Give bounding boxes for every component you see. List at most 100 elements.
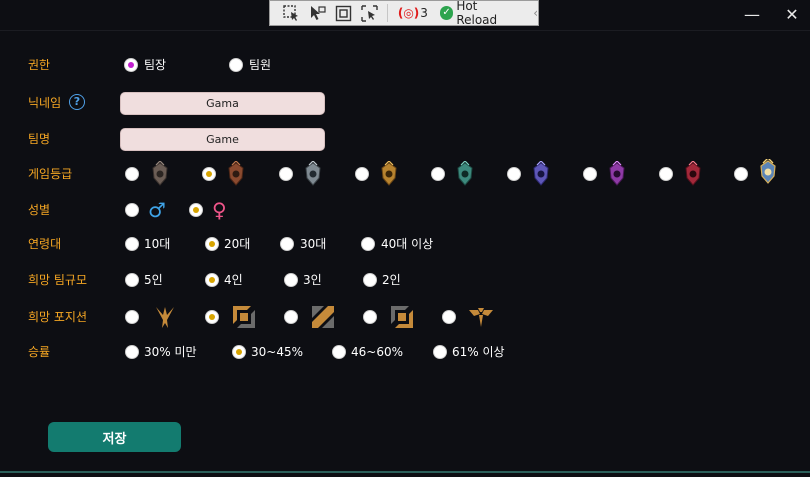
role-option-member: 팀원 — [249, 58, 272, 72]
role-option-leader: 팀장 — [144, 58, 167, 72]
select-element-icon[interactable] — [282, 4, 300, 23]
gender-label: 성별 — [28, 203, 51, 217]
position-row: 희망 포지션 — [0, 304, 810, 330]
position-radio-jungle[interactable] — [125, 310, 139, 324]
position-radio-mid[interactable] — [284, 310, 298, 324]
gender-radio-female[interactable] — [189, 203, 203, 217]
teamname-row: 팀명 — [0, 126, 810, 152]
jungle-position-icon — [156, 307, 174, 328]
iron-emblem-icon — [152, 161, 168, 186]
minimize-button[interactable]: — — [744, 5, 760, 24]
tier-radio-iron[interactable] — [125, 167, 139, 181]
support-position-icon — [469, 308, 493, 327]
toolbar-separator — [386, 4, 388, 22]
age-radio-30s[interactable] — [280, 237, 294, 251]
position-radio-support[interactable] — [442, 310, 456, 324]
age-option-40s-plus: 40대 이상 — [381, 237, 434, 251]
team-size-radio-4[interactable] — [205, 273, 219, 287]
tier-radio-grandmaster[interactable] — [659, 167, 673, 181]
grandmaster-emblem-icon — [685, 161, 701, 186]
display-layout-adorners-icon[interactable] — [334, 4, 352, 23]
winrate-radio-30-45[interactable] — [232, 345, 246, 359]
nickname-row: 닉네임 ? — [0, 90, 810, 116]
teamname-label: 팀명 — [28, 132, 51, 146]
age-row: 연령대 10대 20대 30대 40대 이상 — [0, 231, 810, 257]
winrate-radio-under-30[interactable] — [125, 345, 139, 359]
gender-radio-male[interactable] — [125, 203, 139, 217]
nickname-label: 닉네임 — [28, 96, 62, 110]
team-size-radio-2[interactable] — [363, 273, 377, 287]
team-size-option-3: 3인 — [303, 273, 322, 287]
winrate-option-30-45: 30~45% — [251, 345, 303, 359]
bottom-position-icon — [391, 306, 413, 328]
bronze-emblem-icon — [228, 161, 244, 186]
role-radio-leader[interactable] — [124, 58, 138, 72]
tier-radio-bronze[interactable] — [202, 167, 216, 181]
role-radio-member[interactable] — [229, 58, 243, 72]
tier-radio-challenger[interactable] — [734, 167, 748, 181]
nickname-input[interactable] — [120, 92, 325, 115]
challenger-emblem-icon — [760, 159, 776, 184]
tier-radio-platinum[interactable] — [431, 167, 445, 181]
top-position-icon — [233, 306, 255, 328]
team-size-radio-3[interactable] — [284, 273, 298, 287]
winrate-option-61-plus: 61% 이상 — [452, 345, 505, 359]
platinum-emblem-icon — [457, 161, 473, 186]
diamond-emblem-icon — [533, 161, 549, 186]
silver-emblem-icon — [305, 161, 321, 186]
check-circle-icon: ✓ — [439, 6, 454, 20]
tier-radio-gold[interactable] — [355, 167, 369, 181]
binding-failures-button[interactable]: (◎) 3 — [398, 6, 428, 20]
hot-reload-label: Hot Reload — [456, 0, 498, 27]
close-button[interactable]: ✕ — [785, 5, 799, 24]
tier-label: 게임등급 — [28, 167, 73, 181]
team-size-label: 희망 팀규모 — [28, 273, 88, 287]
teamname-input[interactable] — [120, 128, 325, 151]
binding-error-icon: (◎) — [397, 6, 420, 20]
position-radio-bottom[interactable] — [363, 310, 377, 324]
position-radio-top[interactable] — [205, 310, 219, 324]
title-bar-divider — [0, 30, 810, 31]
tier-radio-master[interactable] — [583, 167, 597, 181]
help-icon[interactable]: ? — [69, 94, 85, 110]
age-radio-20s[interactable] — [205, 237, 219, 251]
team-size-option-4: 4인 — [224, 273, 243, 287]
gold-emblem-icon — [381, 161, 397, 186]
window-bottom-border — [0, 471, 810, 473]
team-size-row: 희망 팀규모 5인 4인 3인 2인 — [0, 267, 810, 293]
debug-toolbar: (◎) 3 ✓ Hot Reload ‹ — [269, 0, 539, 27]
team-size-radio-5[interactable] — [125, 273, 139, 287]
age-option-30s: 30대 — [300, 237, 327, 251]
position-label: 희망 포지션 — [28, 310, 88, 324]
age-option-20s: 20대 — [224, 237, 251, 251]
winrate-radio-46-60[interactable] — [332, 345, 346, 359]
male-icon: ♂ — [148, 198, 166, 222]
save-button[interactable]: 저장 — [48, 422, 181, 452]
role-row: 권한 팀장 팀원 — [0, 52, 810, 78]
female-icon: ♀ — [212, 198, 227, 222]
preview-selection-icon[interactable] — [361, 4, 379, 23]
binding-error-count: 3 — [420, 6, 428, 20]
winrate-label: 승률 — [28, 345, 51, 359]
collapse-toolbar-icon[interactable]: ‹ — [533, 6, 539, 20]
age-radio-40s-plus[interactable] — [361, 237, 375, 251]
tier-radio-diamond[interactable] — [507, 167, 521, 181]
track-focus-icon[interactable] — [308, 4, 326, 23]
master-emblem-icon — [609, 161, 625, 186]
age-label: 연령대 — [28, 237, 62, 251]
tier-row: 게임등급 — [0, 159, 810, 187]
winrate-option-under-30: 30% 미만 — [144, 345, 197, 359]
hot-reload-status[interactable]: ✓ Hot Reload — [439, 0, 519, 27]
winrate-row: 승률 30% 미만 30~45% 46~60% 61% 이상 — [0, 339, 810, 365]
gender-row: 성별 ♂ ♀ — [0, 197, 810, 223]
team-size-option-5: 5인 — [144, 273, 163, 287]
age-option-10s: 10대 — [144, 237, 171, 251]
winrate-option-46-60: 46~60% — [351, 345, 403, 359]
winrate-radio-61-plus[interactable] — [433, 345, 447, 359]
role-label: 권한 — [28, 58, 51, 72]
age-radio-10s[interactable] — [125, 237, 139, 251]
tier-radio-silver[interactable] — [279, 167, 293, 181]
team-size-option-2: 2인 — [382, 273, 401, 287]
mid-position-icon — [312, 306, 334, 328]
